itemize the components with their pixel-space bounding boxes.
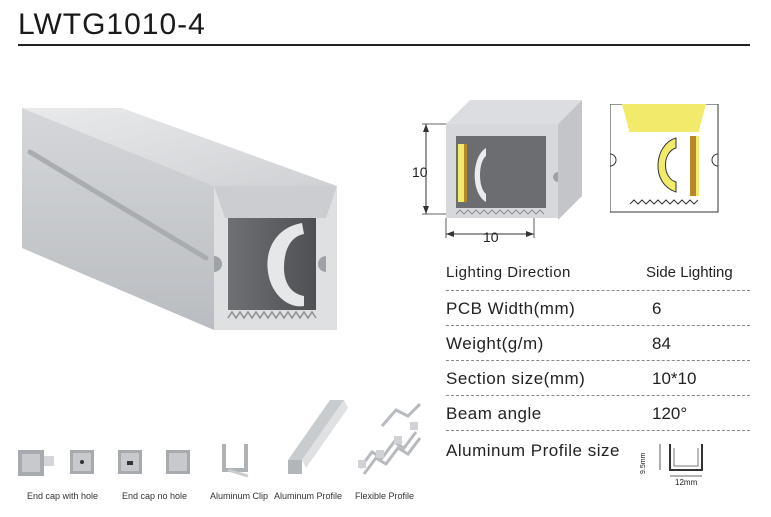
- spec-label: Section size(mm): [446, 369, 586, 388]
- spec-value: 10*10: [652, 369, 697, 388]
- spec-label: Weight(g/m): [446, 334, 544, 353]
- product-title: LWTG1010-4: [18, 8, 206, 41]
- spec-label: PCB Width(mm): [446, 299, 576, 318]
- spec-row-pcb-width: PCB Width(mm) 6: [446, 291, 750, 326]
- accessory-label: Aluminum Profile: [274, 491, 343, 501]
- aluminum-profile-size-diagram: [652, 440, 712, 486]
- accessory-end-cap-no-hole: [116, 448, 146, 478]
- spec-row-weight: Weight(g/m) 84: [446, 326, 750, 361]
- spec-value: 84: [652, 334, 671, 353]
- accessory-end-cap-plain: [164, 448, 194, 478]
- spec-label: Beam angle: [446, 404, 542, 423]
- profile-width-label: 12mm: [675, 478, 698, 487]
- row-divider: [446, 430, 750, 431]
- accessory-label: End cap with hole: [27, 491, 99, 501]
- accessory-aluminum-clip: [218, 440, 254, 480]
- height-dimension-label: 10: [412, 164, 428, 180]
- accessory-label: Flexible Profile: [355, 491, 415, 501]
- row-divider: [446, 290, 750, 291]
- accessory-label: End cap no hole: [122, 491, 188, 501]
- spec-header-value: Side Lighting: [646, 264, 733, 281]
- title-divider: [18, 44, 750, 46]
- accessory-aluminum-profile: [284, 398, 360, 478]
- profile-3d-render: [22, 108, 342, 338]
- accessory-end-cap-hole-view: [68, 448, 98, 478]
- spec-value: 6: [652, 299, 662, 318]
- spec-value: 120°: [652, 404, 688, 423]
- spec-header-label: Lighting Direction: [446, 264, 571, 281]
- accessory-flexible-profile: [352, 396, 432, 480]
- row-divider: [446, 395, 750, 396]
- spec-header-row: Lighting Direction Side Lighting: [446, 256, 750, 291]
- width-dimension-label: 10: [483, 229, 499, 245]
- row-divider: [446, 360, 750, 361]
- spec-table: Lighting Direction Side Lighting PCB Wid…: [446, 256, 750, 471]
- spec-label: Aluminum Profile size: [446, 441, 620, 460]
- dimension-diagram: [410, 96, 590, 246]
- accessory-label: Aluminum Clip: [210, 491, 269, 501]
- lighting-section-diagram: [610, 104, 720, 216]
- row-divider: [446, 325, 750, 326]
- spec-row-beam-angle: Beam angle 120°: [446, 396, 750, 431]
- accessory-end-cap-with-hole: [16, 444, 60, 484]
- spec-row-aluminum-profile-size: Aluminum Profile size: [446, 431, 750, 471]
- spec-row-section-size: Section size(mm) 10*10: [446, 361, 750, 396]
- profile-height-label: 9.5mm: [640, 452, 647, 474]
